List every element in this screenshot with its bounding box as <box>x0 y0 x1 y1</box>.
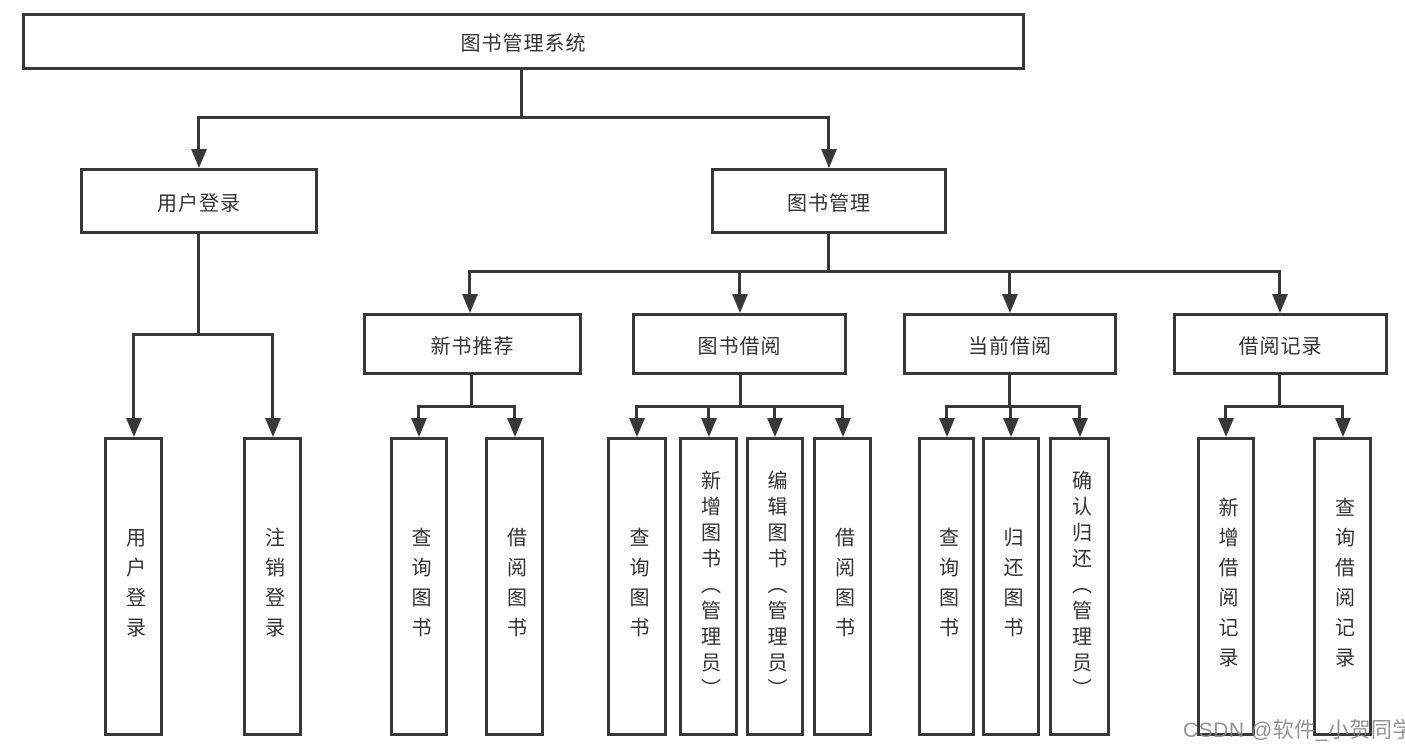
connector-drop-leaf-logout <box>271 333 274 419</box>
arrowhead-down-icon <box>701 418 717 437</box>
node-user-login: 用户登录 <box>80 168 318 234</box>
arrowhead-down-icon <box>191 149 207 168</box>
node-leaf-user-login: 用户登录 <box>104 437 163 736</box>
connector-drop-new-book-rec <box>468 270 471 295</box>
connector-drop-add-borrow-record <box>1224 405 1227 419</box>
node-leaf-confirm-return: 确认归还（管理员） <box>1049 437 1110 736</box>
connector-current-borrow-rail <box>945 405 1081 408</box>
connector-drop-book-mgmt <box>827 116 830 150</box>
arrowhead-down-icon <box>1218 418 1234 437</box>
connector-root-stub <box>520 70 523 118</box>
arrowhead-down-icon <box>821 149 837 168</box>
arrowhead-down-icon <box>1003 418 1019 437</box>
arrowhead-down-icon <box>462 294 478 313</box>
node-leaf-edit-book: 编辑图书（管理员） <box>746 437 804 736</box>
node-leaf-return-book: 归还图书 <box>982 437 1040 736</box>
node-leaf-query-book-3: 查询图书 <box>918 437 975 736</box>
node-book-borrow: 图书借阅 <box>632 313 847 375</box>
connector-borrow-records-stub <box>1278 375 1281 407</box>
arrowhead-down-icon <box>629 418 645 437</box>
connector-level3-rail <box>468 270 1281 273</box>
connector-user-login-rail <box>132 333 274 336</box>
connector-borrow-records-rail <box>1224 405 1344 408</box>
connector-drop-query-book-1 <box>417 405 420 419</box>
connector-drop-query-book-3 <box>945 405 948 419</box>
connector-book-mgmt-stub <box>827 234 830 273</box>
connector-book-borrow-rail <box>635 405 844 408</box>
arrowhead-down-icon <box>265 418 281 437</box>
node-leaf-borrow-book-1: 借阅图书 <box>485 437 544 736</box>
node-current-borrow: 当前借阅 <box>903 313 1117 375</box>
connector-book-borrow-stub <box>739 375 742 407</box>
node-leaf-query-book-2: 查询图书 <box>607 437 667 736</box>
arrowhead-down-icon <box>1072 418 1088 437</box>
node-root: 图书管理系统 <box>22 13 1025 70</box>
arrowhead-down-icon <box>1272 294 1288 313</box>
connector-drop-return-book <box>1009 405 1012 419</box>
connector-user-login-stub <box>197 233 200 335</box>
connector-new-book-rec-rail <box>417 405 516 408</box>
csdn-watermark: CSDN @软件_小贺同学 <box>1183 719 1405 742</box>
connector-drop-leaf-user-login <box>132 333 135 419</box>
connector-drop-book-borrow <box>738 270 741 295</box>
arrowhead-down-icon <box>1335 418 1351 437</box>
connector-drop-query-book-2 <box>635 405 638 419</box>
node-leaf-query-book-1: 查询图书 <box>390 437 448 736</box>
connector-drop-edit-book <box>773 405 776 419</box>
node-leaf-add-borrow-record: 新增借阅记录 <box>1197 437 1255 736</box>
connector-drop-query-borrow-record <box>1341 405 1344 419</box>
node-leaf-query-borrow-record: 查询借阅记录 <box>1313 437 1372 736</box>
connector-drop-borrow-book-1 <box>513 405 516 419</box>
connector-drop-add-book <box>707 405 710 419</box>
node-book-mgmt: 图书管理 <box>711 168 947 234</box>
arrowhead-down-icon <box>939 418 955 437</box>
connector-drop-user-login <box>197 116 200 150</box>
connector-level2-rail <box>197 116 830 119</box>
arrowhead-down-icon <box>767 418 783 437</box>
connector-drop-current-borrow <box>1008 270 1011 295</box>
node-leaf-borrow-book-2: 借阅图书 <box>813 437 872 736</box>
arrowhead-down-icon <box>732 294 748 313</box>
node-borrow-records: 借阅记录 <box>1173 313 1388 375</box>
arrowhead-down-icon <box>835 418 851 437</box>
connector-new-book-rec-stub <box>470 375 473 407</box>
arrowhead-down-icon <box>411 418 427 437</box>
node-leaf-add-book: 新增图书（管理员） <box>679 437 738 736</box>
connector-drop-borrow-book-2 <box>841 405 844 419</box>
connector-drop-borrow-records <box>1278 270 1281 295</box>
arrowhead-down-icon <box>507 418 523 437</box>
arrowhead-down-icon <box>1002 294 1018 313</box>
arrowhead-down-icon <box>126 418 142 437</box>
node-leaf-logout: 注销登录 <box>243 437 302 736</box>
node-new-book-rec: 新书推荐 <box>363 313 582 375</box>
connector-current-borrow-stub <box>1008 375 1011 407</box>
connector-drop-confirm-return <box>1078 405 1081 419</box>
